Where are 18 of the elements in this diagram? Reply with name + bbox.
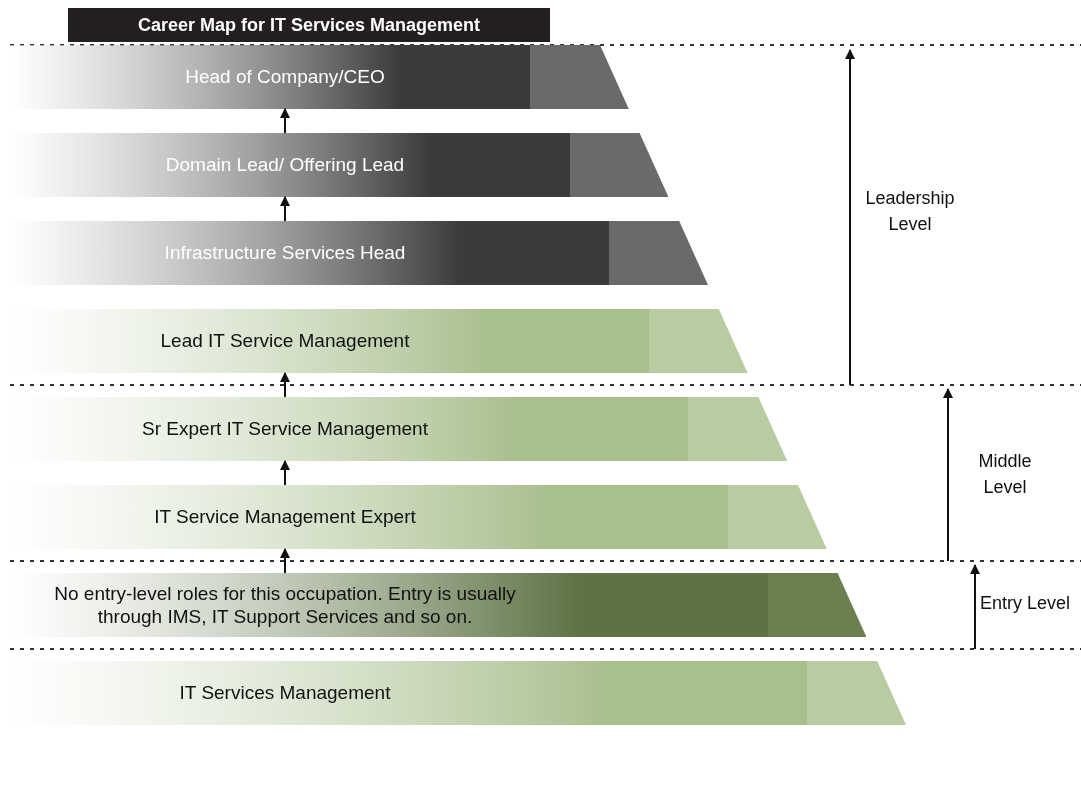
step-label: No entry-level roles for this occupation. Entry is usually through IMS, IT Support Services and so on.	[53, 582, 517, 628]
step-label: IT Service Management Expert	[153, 505, 417, 528]
step-label: Head of Company/CEO	[184, 65, 386, 88]
level-label: Leadership Level	[864, 187, 956, 236]
step-label: Domain Lead/ Offering Lead	[164, 153, 406, 176]
diagram-title: Career Map for IT Services Management	[68, 8, 550, 42]
step-label: Infrastructure Services Head	[163, 241, 407, 264]
step-label: Lead IT Service Management	[159, 329, 411, 352]
arrow	[280, 460, 290, 486]
level-label: Middle Level	[977, 450, 1033, 499]
pyramid-step	[10, 45, 629, 109]
arrow	[280, 196, 290, 222]
level-label: Entry Level	[978, 592, 1071, 615]
step-label: IT Services Management	[178, 681, 392, 704]
arrow	[280, 548, 290, 574]
step-label: Sr Expert IT Service Management	[141, 417, 429, 440]
arrow	[280, 372, 290, 398]
arrow	[280, 108, 290, 134]
